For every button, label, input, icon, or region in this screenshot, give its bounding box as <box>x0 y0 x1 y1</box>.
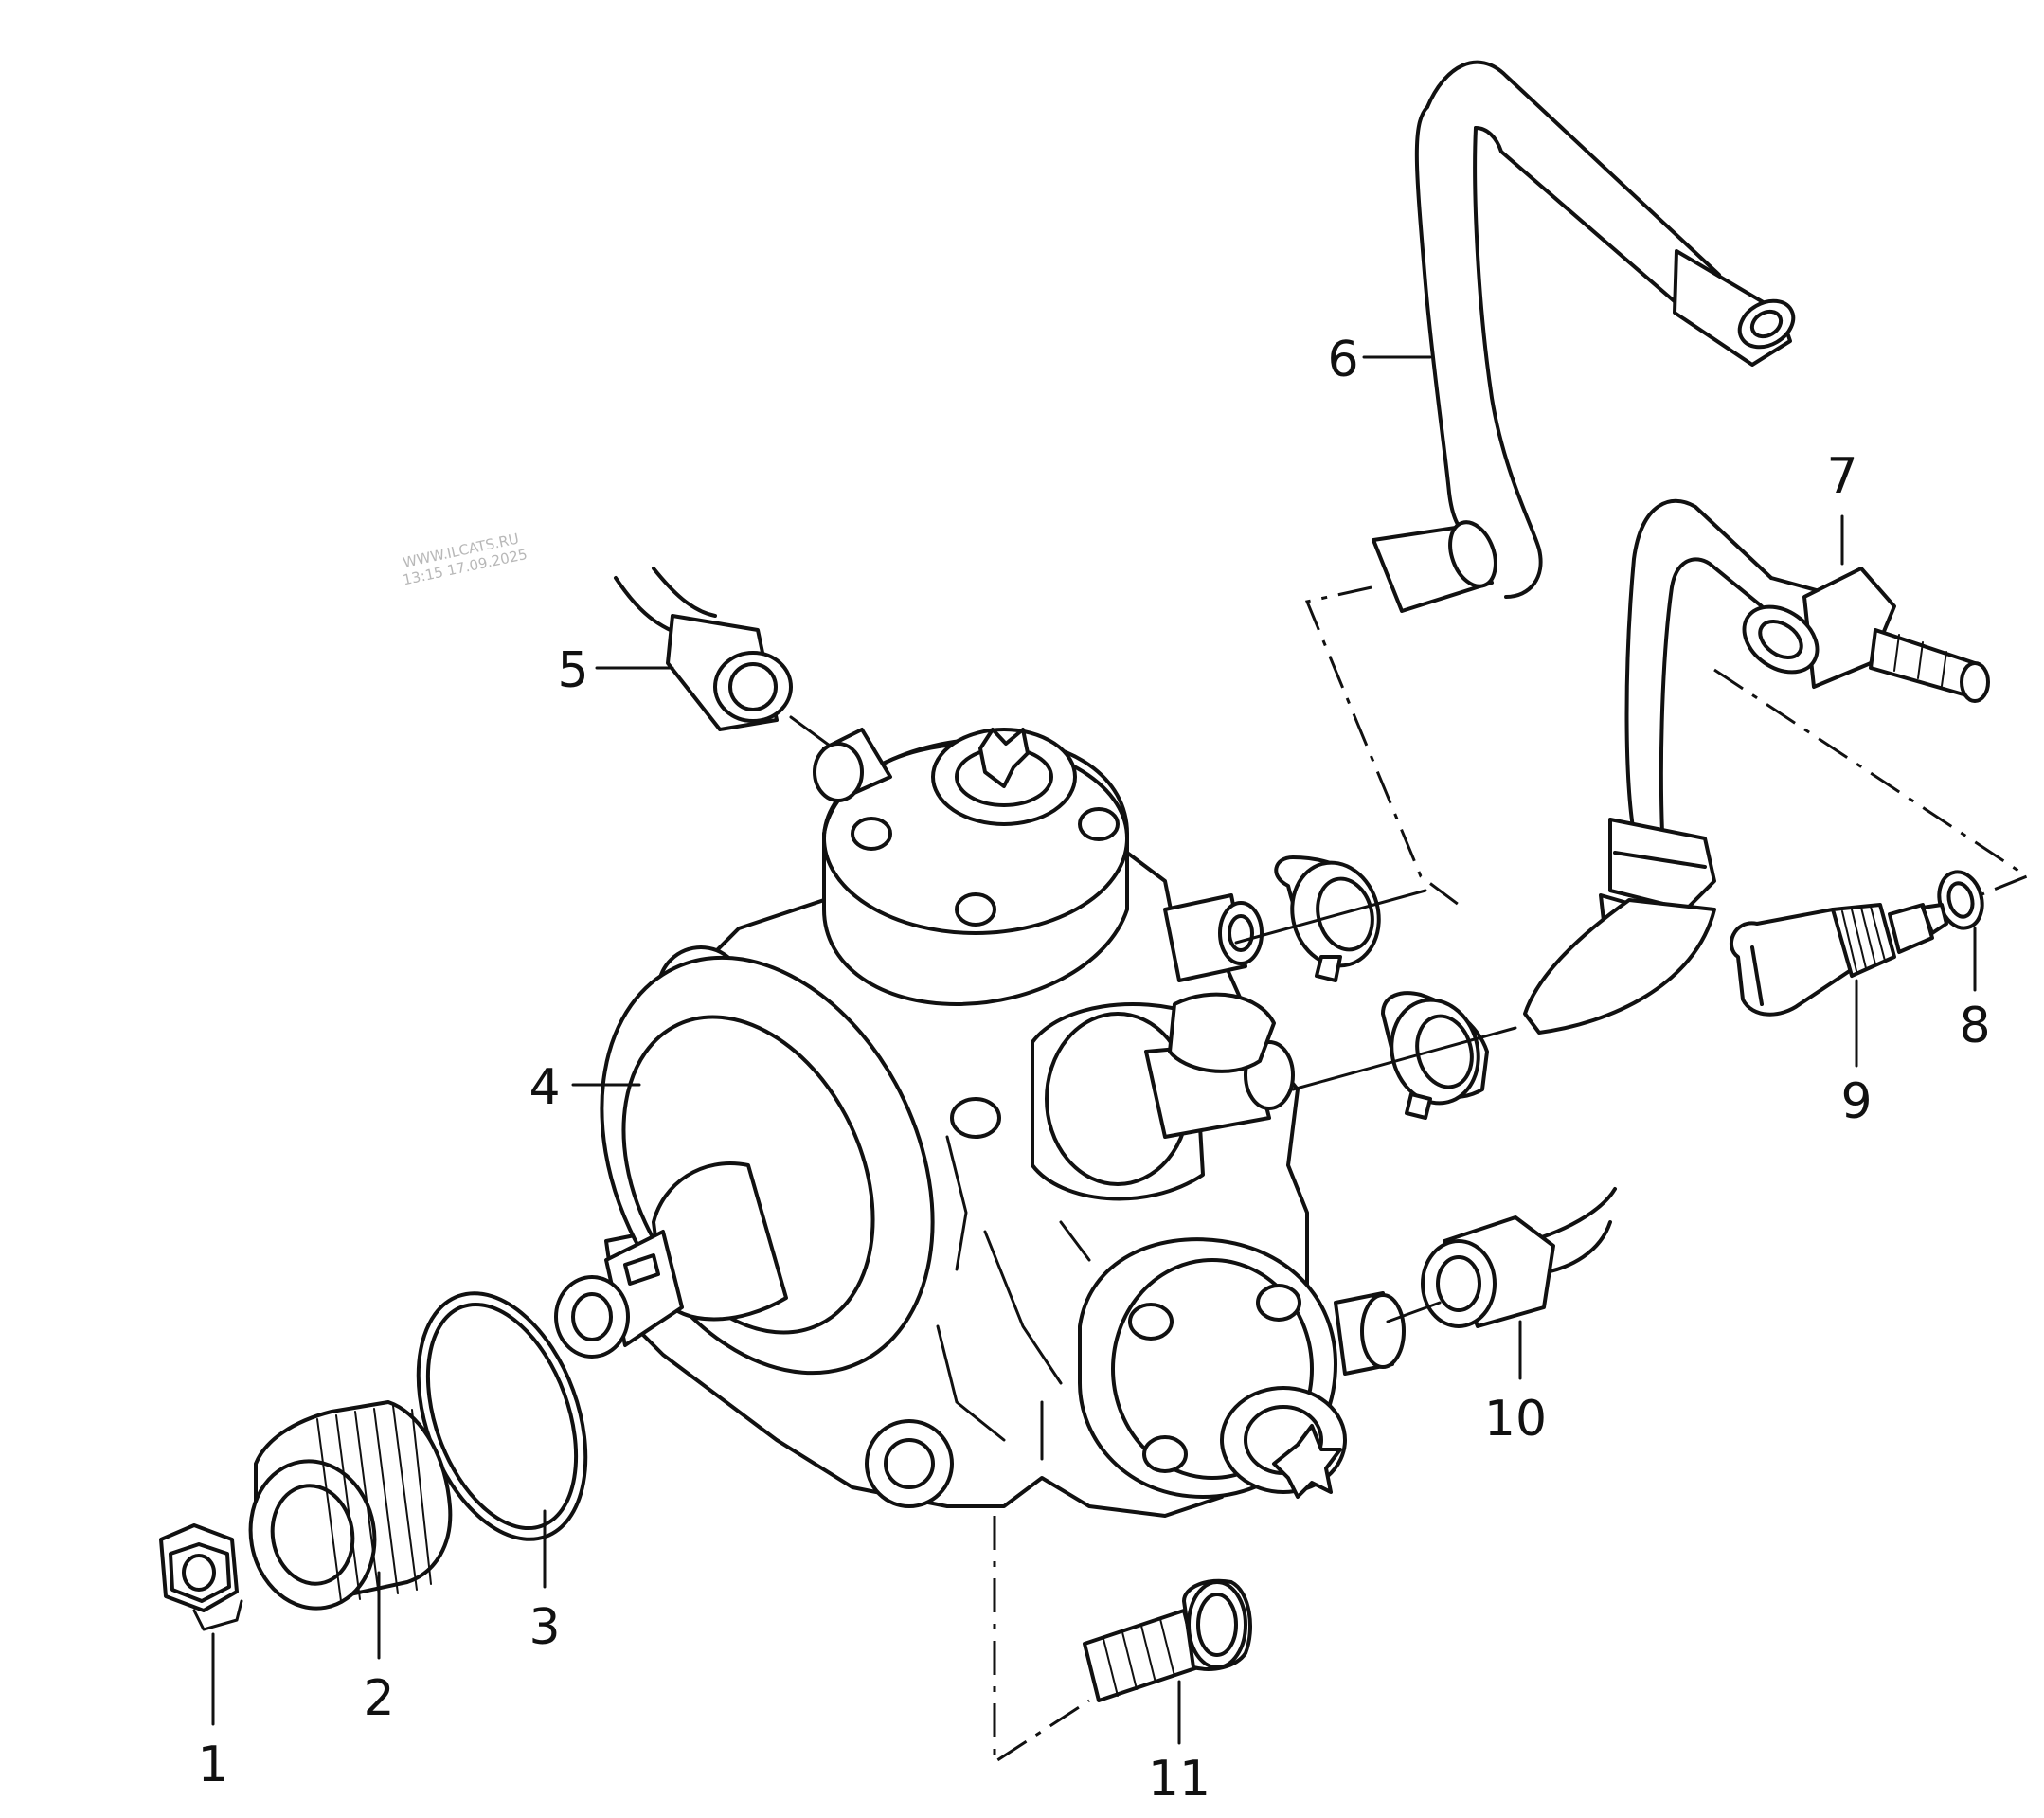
callout-8[interactable]: 8 <box>1959 998 1990 1054</box>
drive-gear[interactable] <box>239 1400 453 1618</box>
callout-7[interactable]: 7 <box>1826 448 1857 505</box>
high-pressure-pump[interactable] <box>538 728 1406 1518</box>
callout-11[interactable]: 11 <box>1148 1751 1210 1808</box>
callout-3[interactable]: 3 <box>529 1599 560 1656</box>
callout-10[interactable]: 10 <box>1484 1391 1547 1448</box>
callout-labels: 1 2 3 4 5 6 7 8 9 10 11 <box>197 332 1990 1808</box>
feed-line-sleeve[interactable] <box>614 567 793 731</box>
seal-ring[interactable] <box>1933 867 1988 932</box>
guide-line-7 <box>1713 668 2031 897</box>
hose-clamp-lower[interactable] <box>1380 990 1489 1120</box>
callout-2[interactable]: 2 <box>363 1670 394 1727</box>
callout-9[interactable]: 9 <box>1840 1073 1872 1130</box>
guide-line-11 <box>993 1516 1090 1765</box>
hex-nut[interactable] <box>159 1523 243 1631</box>
watermark: WWW.ILCATS.RU 13:15 17.09.2025 <box>402 530 529 588</box>
callout-4[interactable]: 4 <box>529 1059 560 1116</box>
leader-10-pipe <box>1386 1301 1442 1323</box>
guide-line-6 <box>1304 585 1460 907</box>
callout-5[interactable]: 5 <box>557 642 588 699</box>
clamp-link-line-lower <box>1291 1026 1517 1091</box>
temperature-sender[interactable] <box>1729 903 1948 1017</box>
return-line-tee[interactable] <box>1523 498 1990 1035</box>
bolt[interactable] <box>1083 1578 1252 1702</box>
callout-leaders <box>211 355 1977 1745</box>
callout-1[interactable]: 1 <box>197 1737 228 1793</box>
leader-5-pipe <box>789 715 835 750</box>
pressure-line-sleeve[interactable] <box>1421 1187 1617 1328</box>
callout-6[interactable]: 6 <box>1327 332 1358 388</box>
clamp-link-line-upper <box>1234 889 1427 945</box>
return-hose-upper[interactable] <box>1372 60 1802 613</box>
